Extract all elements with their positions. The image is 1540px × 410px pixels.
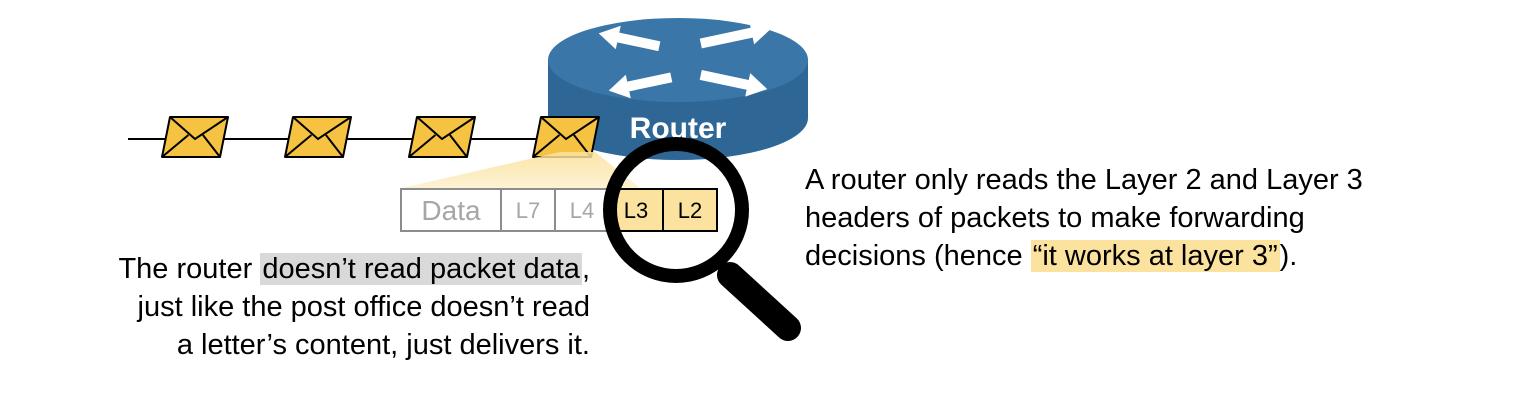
left-caption-line-3: a letter’s content, just delivers it. (176, 329, 590, 361)
packet-header-stack: Data L7 L4 L3 L2 (400, 188, 718, 232)
header-field-label: Data (421, 195, 481, 226)
header-field-label: L2 (678, 198, 702, 223)
envelope-icon (161, 116, 229, 158)
right-caption-line-1: A router only reads the Layer 2 and Laye… (805, 164, 1363, 196)
packet-stream (161, 116, 600, 158)
header-field-label: L3 (624, 198, 648, 223)
magnifying-glass-icon (603, 137, 801, 341)
inspection-beam (402, 152, 640, 188)
header-field-l4: L4 (554, 188, 610, 232)
envelope-icon (284, 116, 352, 158)
right-caption-line-2: headers of packets to make forwarding (805, 202, 1305, 234)
header-field-l2: L2 (662, 188, 718, 232)
left-caption-line-1: The router doesn’t read packet data, (118, 253, 590, 285)
router-top (548, 18, 808, 102)
highlight-layer-3: “it works at layer 3” (1030, 240, 1280, 272)
header-field-l7: L7 (500, 188, 556, 232)
envelope-icon (532, 116, 600, 158)
left-caption: The router doesn’t read packet data, jus… (118, 250, 590, 364)
envelope-icon (408, 116, 476, 158)
header-field-data: Data (400, 188, 502, 232)
router-arrows-icon (598, 20, 772, 99)
right-caption: A router only reads the Layer 2 and Laye… (805, 161, 1363, 275)
header-field-label: L4 (570, 198, 594, 223)
highlight-packet-data: doesn’t read packet data (260, 253, 582, 285)
header-field-label: L7 (516, 198, 540, 223)
left-caption-line-2: just like the post office doesn’t read (137, 291, 590, 323)
right-caption-line-3: decisions (hence “it works at layer 3”). (805, 240, 1298, 272)
